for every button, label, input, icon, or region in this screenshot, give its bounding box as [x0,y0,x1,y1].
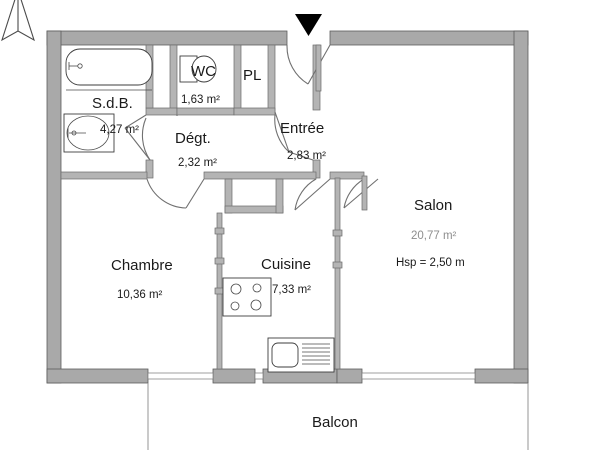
kitchen-sink-icon [267,337,335,373]
room-label-cuisine: Cuisine 7,33 m² [261,256,311,296]
entrance-arrow-icon [295,14,322,36]
room-label-degt: Dégt. 2,32 m² [175,130,217,169]
room-name-degt: Dégt. [175,130,211,147]
room-area-chambre: 10,36 m² [117,289,163,301]
room-area-degt: 2,32 m² [178,157,217,169]
room-area-salon: 20,77 m² [411,230,457,242]
room-label-chambre: Chambre 10,36 m² [111,257,173,301]
room-area-wc: 1,63 m² [181,94,220,106]
room-name-sdb: S.d.B. [92,95,133,112]
room-name-chambre: Chambre [111,257,173,274]
room-label-sdb: S.d.B. 4,27 m² [92,95,139,136]
room-label-balcon: Balcon [312,414,358,431]
room-label-pl: PL [243,67,261,84]
exterior-walls [46,30,529,384]
room-name-salon: Salon [414,197,452,214]
room-area-entree: 2,83 m² [287,150,326,162]
room-label-wc: WC 1,63 m² [181,63,220,106]
cooktop-icon [222,277,272,317]
room-label-salon: Salon 20,77 m² Hsp = 2,50 m [396,197,465,269]
door-swings [124,44,379,211]
room-name-entree: Entrée [280,120,324,137]
room-name-pl: PL [243,67,261,84]
room-area-cuisine: 7,33 m² [272,284,311,296]
room-ceiling-height-salon: Hsp = 2,50 m [396,257,465,269]
room-name-wc: WC [191,63,216,80]
washbasin-icon [63,113,115,153]
room-label-entree: Entrée 2,83 m² [280,120,326,162]
room-area-sdb: 4,27 m² [100,124,139,136]
bathtub-icon [65,48,153,91]
toilet-icon [179,55,217,83]
north-arrow-icon [1,0,35,42]
room-name-balcon: Balcon [312,414,358,431]
room-name-cuisine: Cuisine [261,256,311,273]
